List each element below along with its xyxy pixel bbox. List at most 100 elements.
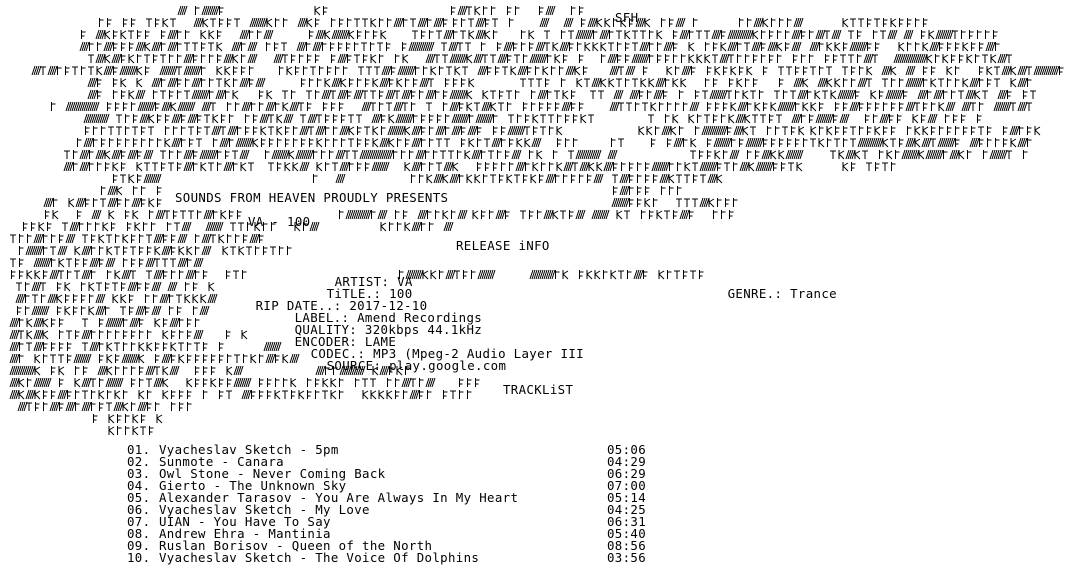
art-stroke xyxy=(461,53,466,64)
art-stroke xyxy=(776,42,783,47)
art-stroke xyxy=(157,41,162,52)
art-stroke xyxy=(731,29,736,40)
art-stroke xyxy=(49,269,54,280)
art-stroke xyxy=(144,42,151,47)
art-stroke xyxy=(303,161,308,172)
art-stroke xyxy=(901,149,906,160)
art-stroke xyxy=(745,29,750,40)
art-stroke xyxy=(104,54,111,59)
art-stroke xyxy=(311,113,316,124)
art-stroke xyxy=(1001,89,1006,100)
art-stroke xyxy=(294,225,301,232)
art-stroke xyxy=(839,113,844,124)
art-stroke xyxy=(913,53,918,64)
art-stroke xyxy=(125,65,130,76)
art-stroke xyxy=(619,89,624,100)
art-stroke xyxy=(930,81,937,88)
art-stroke xyxy=(742,93,749,100)
art-stroke xyxy=(1021,77,1026,88)
art-stroke xyxy=(515,149,520,160)
art-stroke xyxy=(370,18,377,23)
art-stroke xyxy=(791,149,796,160)
art-stroke xyxy=(939,29,944,40)
art-stroke xyxy=(933,41,938,52)
art-stroke xyxy=(43,257,48,268)
art-stroke xyxy=(471,149,476,160)
art-stroke xyxy=(665,125,670,136)
art-stroke xyxy=(1001,149,1006,160)
art-stroke xyxy=(975,137,980,148)
art-stroke xyxy=(165,65,170,76)
art-stroke xyxy=(183,53,188,64)
art-stroke xyxy=(567,101,572,112)
art-stroke xyxy=(365,209,370,220)
art-stroke xyxy=(109,185,114,196)
art-stroke xyxy=(381,65,386,76)
art-stroke xyxy=(299,17,304,28)
art-stroke xyxy=(71,233,76,244)
art-stroke xyxy=(343,161,348,172)
art-stroke xyxy=(584,42,591,47)
art-stroke xyxy=(303,149,308,160)
art-stroke xyxy=(71,101,76,112)
art-stroke xyxy=(41,305,46,316)
art-stroke xyxy=(245,77,250,88)
art-stroke xyxy=(309,113,314,124)
art-stroke xyxy=(545,17,550,28)
art-stroke xyxy=(219,221,224,232)
art-stroke xyxy=(237,137,242,148)
art-stroke xyxy=(761,161,766,172)
art-stroke xyxy=(33,317,38,328)
art-stroke xyxy=(714,69,721,76)
art-stroke xyxy=(314,41,319,52)
art-stroke xyxy=(613,101,618,112)
art-stroke xyxy=(305,161,310,172)
art-stroke xyxy=(417,161,422,172)
art-stroke xyxy=(543,269,548,280)
art-stroke xyxy=(101,293,106,304)
art-stroke xyxy=(851,101,856,112)
art-stroke xyxy=(679,29,684,40)
art-stroke xyxy=(603,29,608,40)
art-stroke xyxy=(584,45,591,52)
art-stroke xyxy=(259,113,264,124)
art-stroke xyxy=(533,53,538,64)
art-stroke xyxy=(447,269,452,280)
art-stroke xyxy=(854,153,861,160)
art-stroke xyxy=(253,41,258,52)
art-stroke xyxy=(79,149,84,160)
art-stroke xyxy=(353,209,358,220)
art-stroke xyxy=(873,137,878,148)
art-stroke xyxy=(178,249,185,256)
art-stroke xyxy=(744,117,751,124)
art-stroke xyxy=(139,305,144,316)
art-stroke xyxy=(709,161,714,172)
art-stroke xyxy=(479,113,484,124)
art-stroke xyxy=(89,113,94,124)
art-stroke xyxy=(1003,89,1008,100)
art-stroke xyxy=(288,153,295,160)
art-stroke xyxy=(404,129,411,136)
art-stroke xyxy=(143,113,148,124)
art-stroke xyxy=(106,249,113,256)
art-stroke xyxy=(415,221,420,232)
art-stroke xyxy=(473,149,478,160)
art-stroke xyxy=(42,330,49,335)
art-stroke xyxy=(404,165,411,172)
art-stroke xyxy=(222,249,229,256)
art-stroke xyxy=(39,245,44,256)
art-stroke xyxy=(989,149,994,160)
art-stroke xyxy=(417,17,422,28)
art-stroke xyxy=(375,149,380,160)
art-stroke xyxy=(893,53,898,64)
art-stroke xyxy=(187,221,192,232)
art-stroke xyxy=(105,257,110,268)
art-stroke xyxy=(199,257,204,268)
art-stroke xyxy=(77,101,82,112)
art-stroke xyxy=(191,269,196,280)
art-stroke xyxy=(132,213,139,220)
art-stroke xyxy=(547,5,552,16)
art-stroke xyxy=(861,137,866,148)
art-stroke xyxy=(1023,77,1028,88)
art-stroke xyxy=(762,21,769,28)
